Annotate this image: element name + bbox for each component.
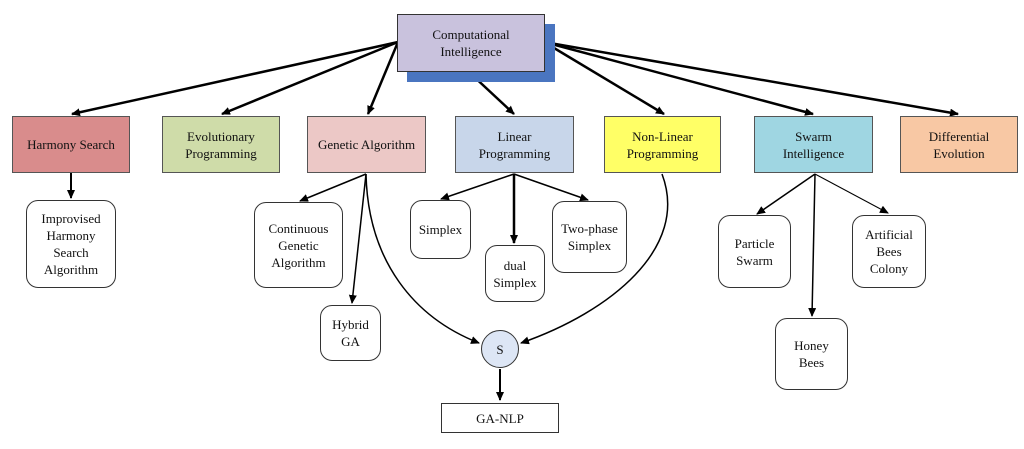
- edge-root-linear: [469, 72, 515, 115]
- continuous-genetic-algorithm-node: Continuous Genetic Algorithm: [254, 202, 343, 288]
- harmony-search-node: Harmony Search: [12, 116, 130, 173]
- linear-programming-node: Linear Programming: [455, 116, 574, 173]
- edge-genetic-hybrid: [348, 173, 367, 304]
- hybrid-ga-node: Hybrid GA: [320, 305, 381, 361]
- swarm-intelligence-node: Swarm Intelligence: [754, 116, 873, 173]
- edge-swarm-artificial: [814, 173, 889, 214]
- edge-swarm-honey: [808, 173, 817, 317]
- computational-intelligence-node: Computational Intelligence: [397, 14, 545, 72]
- edge-genetic-s: [365, 173, 480, 344]
- edge-root-differential: [543, 40, 959, 117]
- genetic-algorithm-label: Genetic Algorithm: [317, 137, 416, 152]
- improvised-harmony-search-label: Improvised Harmony Search Algorithm: [41, 211, 101, 277]
- differential-evolution-node: Differential Evolution: [900, 116, 1018, 173]
- edge-nonlinear-s: [520, 173, 669, 345]
- edge-genetic-continuous: [299, 173, 367, 202]
- dual-simplex-node: dual Simplex: [485, 245, 545, 302]
- honey-bees-node: Honey Bees: [775, 318, 848, 390]
- two-phase-simplex-node: Two-phase Simplex: [552, 201, 627, 273]
- edge-root-nonlinear: [543, 40, 665, 116]
- dual-simplex-label: dual Simplex: [493, 257, 537, 290]
- edge-root-evolutionary: [221, 40, 399, 116]
- edge-root-genetic: [366, 41, 400, 115]
- artificial-bees-colony-node: Artificial Bees Colony: [852, 215, 926, 288]
- simplex-label: Simplex: [418, 222, 463, 237]
- edge-swarm-particle: [756, 173, 816, 215]
- continuous-genetic-algorithm-label: Continuous Genetic Algorithm: [268, 220, 329, 270]
- improvised-harmony-search-node: Improvised Harmony Search Algorithm: [26, 200, 116, 288]
- merge-s-label: S: [496, 341, 504, 357]
- edge-root-harmony: [71, 40, 399, 117]
- particle-swarm-label: Particle Swarm: [734, 235, 775, 268]
- differential-evolution-label: Differential Evolution: [928, 128, 990, 161]
- particle-swarm-node: Particle Swarm: [718, 215, 791, 288]
- hybrid-ga-label: Hybrid GA: [332, 317, 369, 349]
- linear-programming-label: Linear Programming: [478, 128, 551, 161]
- computational-intelligence-label: Computational Intelligence: [432, 27, 510, 59]
- evolutionary-programming-node: Evolutionary Programming: [162, 116, 280, 173]
- non-linear-programming-label: Non-Linear Programming: [626, 128, 699, 161]
- genetic-algorithm-node: Genetic Algorithm: [307, 116, 426, 173]
- ga-nlp-label: GA-NLP: [476, 410, 524, 426]
- non-linear-programming-node: Non-Linear Programming: [604, 116, 721, 173]
- edge-root-swarm: [543, 40, 814, 116]
- merge-s-node: S: [481, 330, 519, 368]
- harmony-search-label: Harmony Search: [27, 137, 115, 152]
- swarm-intelligence-label: Swarm Intelligence: [782, 128, 845, 161]
- honey-bees-label: Honey Bees: [794, 338, 829, 370]
- ga-nlp-node: GA-NLP: [441, 403, 559, 433]
- simplex-node: Simplex: [410, 200, 471, 259]
- edge-linear-twophase: [513, 173, 589, 202]
- artificial-bees-colony-label: Artificial Bees Colony: [865, 227, 913, 276]
- edge-linear-simplex: [440, 173, 515, 201]
- two-phase-simplex-label: Two-phase Simplex: [561, 221, 618, 253]
- evolutionary-programming-label: Evolutionary Programming: [185, 128, 257, 161]
